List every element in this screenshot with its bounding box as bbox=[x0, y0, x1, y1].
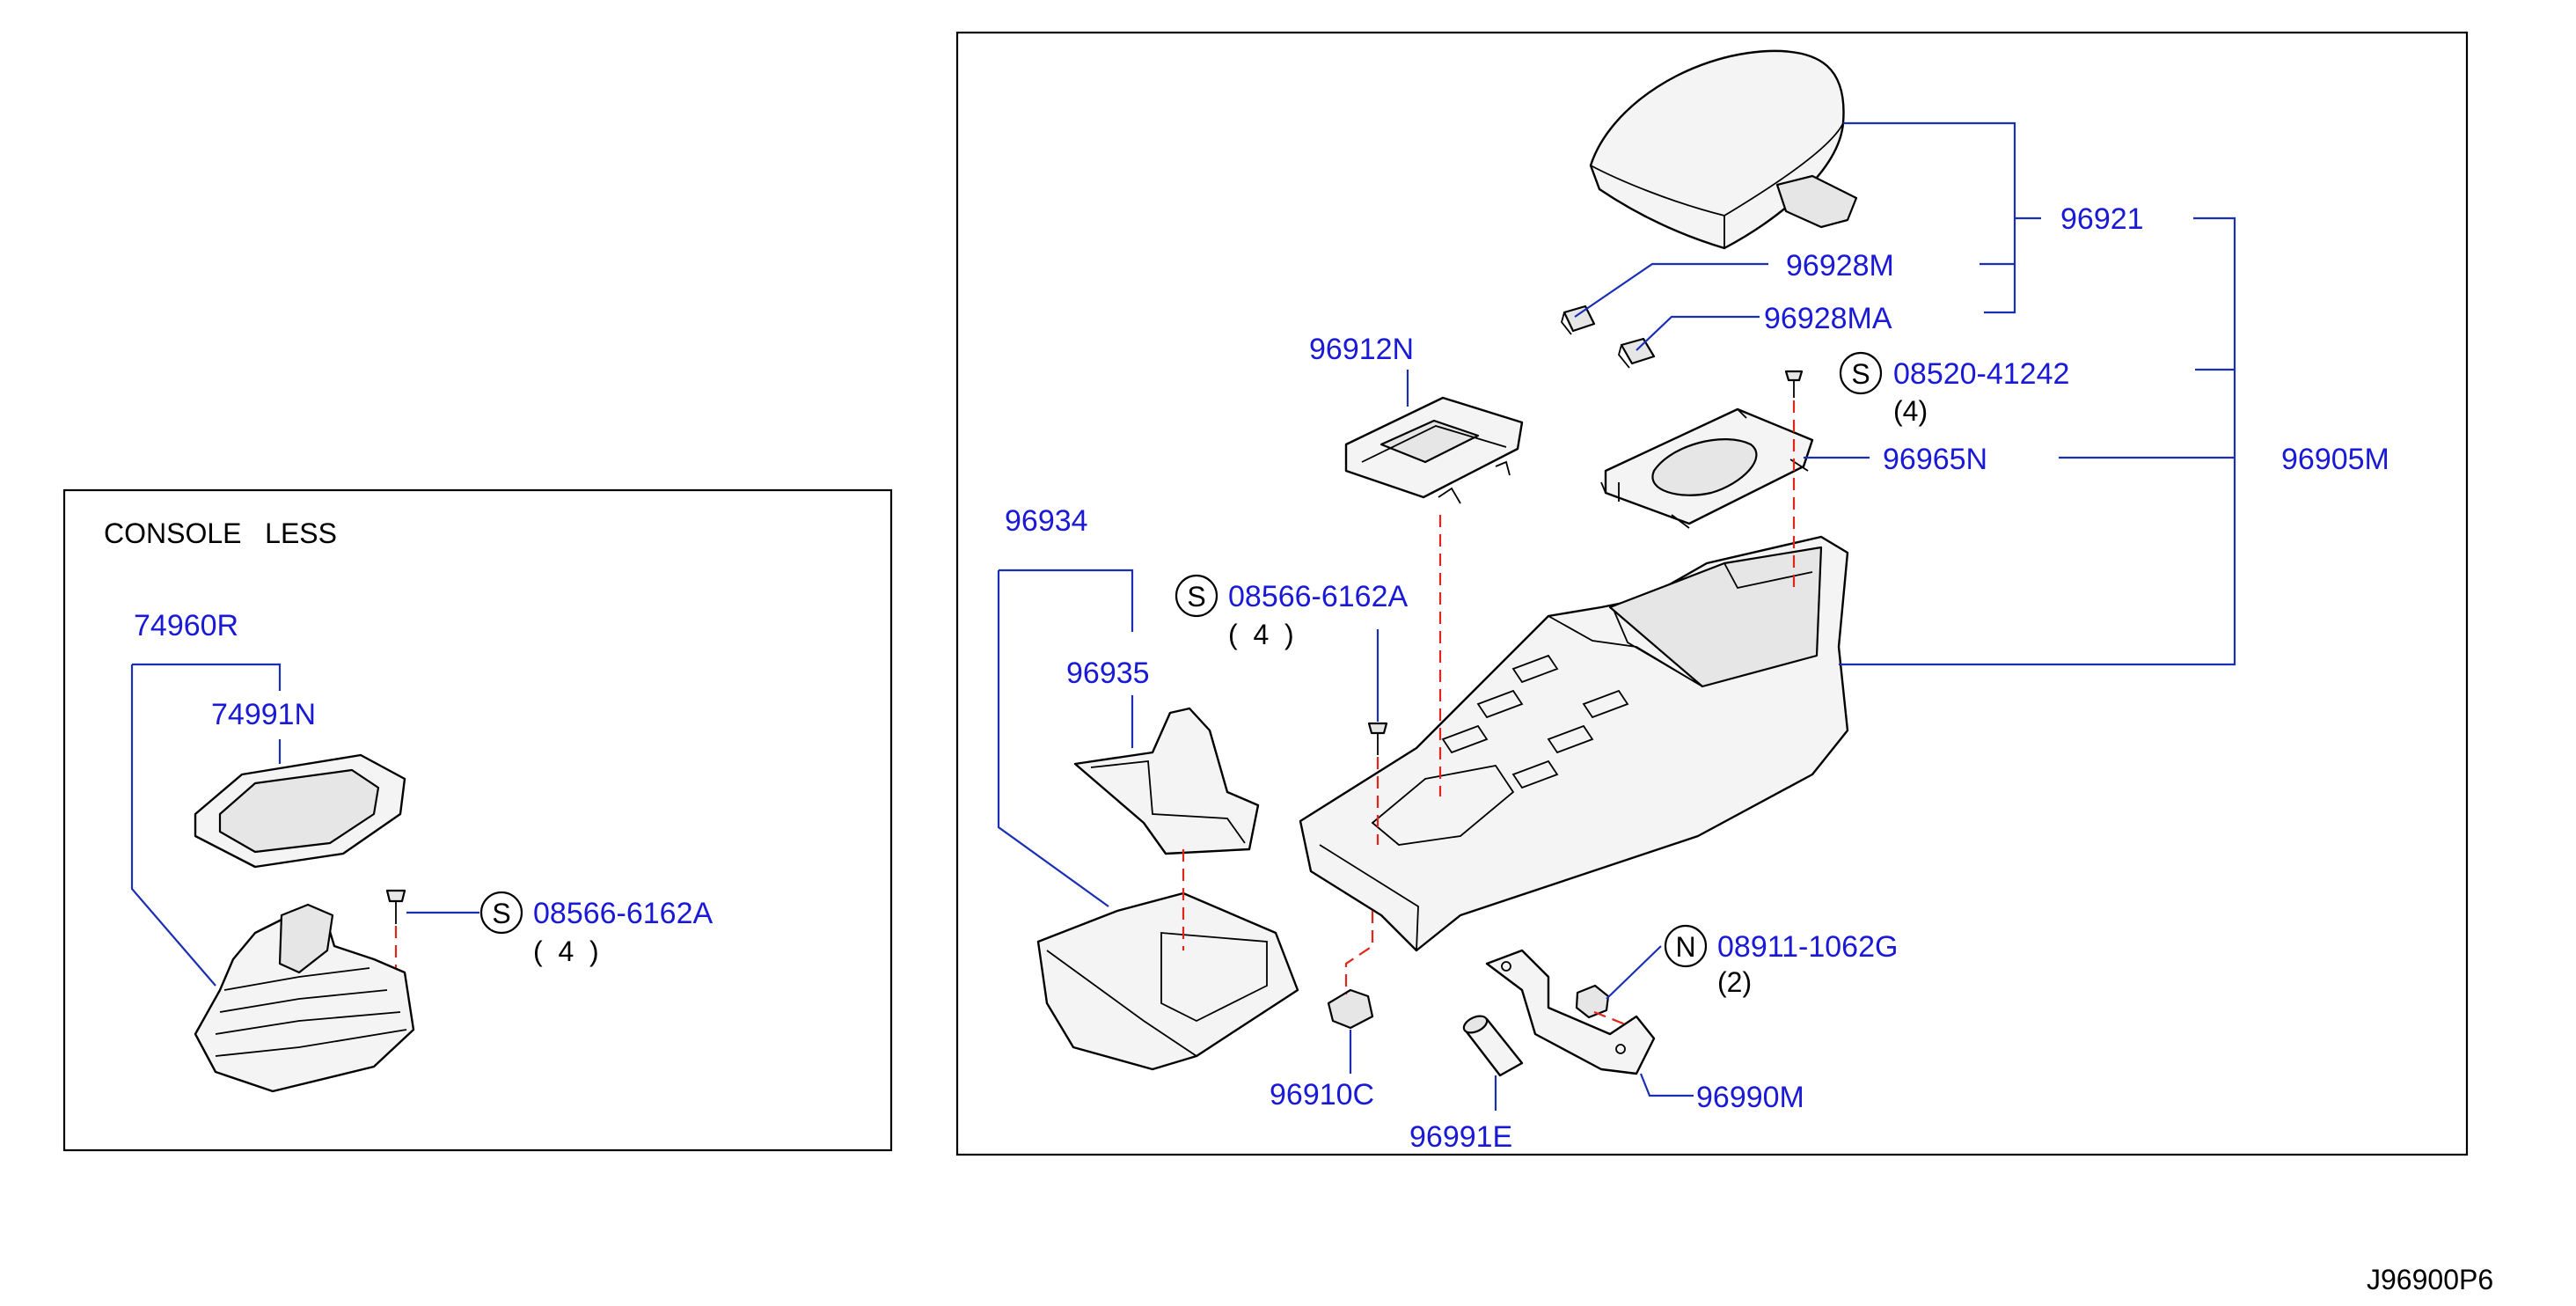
shift-boot-96935-drawing bbox=[1073, 707, 1260, 855]
console-less-title: CONSOLE LESS bbox=[104, 517, 337, 549]
label-96991E: 96991E bbox=[1409, 1120, 1512, 1154]
fastener-callout-08566-left: S 08566-6162A ( 4 ) bbox=[479, 891, 714, 967]
svg-text:N: N bbox=[1675, 931, 1695, 963]
screw-08566-left-icon bbox=[385, 889, 406, 924]
cup-holder-96965N-drawing bbox=[1600, 407, 1814, 529]
svg-text:08566-6162A: 08566-6162A bbox=[1228, 580, 1409, 613]
svg-text:S: S bbox=[1851, 358, 1870, 390]
clip-96910C-drawing bbox=[1327, 988, 1374, 1030]
screw-08520-icon bbox=[1784, 370, 1804, 398]
clip-96928M-drawing bbox=[1561, 304, 1596, 335]
label-96990M: 96990M bbox=[1696, 1081, 1804, 1114]
label-74991N: 74991N bbox=[211, 698, 316, 731]
main-frame bbox=[955, 31, 2469, 1156]
label-96910C: 96910C bbox=[1270, 1078, 1374, 1112]
bezel-74991N-drawing bbox=[194, 753, 406, 869]
fastener-callout-08911: N 08911-1062G (2) bbox=[1664, 924, 1898, 998]
svg-text:(2): (2) bbox=[1717, 966, 1752, 998]
console-less-frame bbox=[62, 488, 893, 1152]
label-96921: 96921 bbox=[2060, 202, 2144, 236]
armrest-lid-drawing bbox=[1589, 49, 1858, 250]
svg-text:S: S bbox=[492, 898, 510, 929]
label-96965N: 96965N bbox=[1883, 443, 1987, 476]
fastener-callout-08566-main: S 08566-6162A ( 4 ) bbox=[1175, 574, 1409, 650]
shift-boot-74960R-drawing bbox=[194, 903, 415, 1093]
nut-08911-icon bbox=[1575, 984, 1610, 1019]
svg-text:(4): (4) bbox=[1893, 395, 1928, 427]
console-cover-96934-drawing bbox=[1036, 891, 1299, 1071]
svg-text:08566-6162A: 08566-6162A bbox=[533, 897, 714, 930]
svg-text:08911-1062G: 08911-1062G bbox=[1717, 930, 1898, 964]
svg-text:08520-41242: 08520-41242 bbox=[1893, 357, 2069, 391]
svg-text:( 4 ): ( 4 ) bbox=[1228, 619, 1294, 650]
label-96905M: 96905M bbox=[2281, 443, 2389, 476]
svg-text:( 4 ): ( 4 ) bbox=[533, 935, 599, 967]
clip-96928MA-drawing bbox=[1618, 337, 1656, 369]
figure-code: J96900P6 bbox=[2367, 1264, 2493, 1295]
fastener-callout-08520: S 08520-41242 (4) bbox=[1839, 351, 2069, 427]
console-body-96905M-drawing bbox=[1299, 535, 1849, 952]
label-96928MA: 96928MA bbox=[1764, 302, 1892, 335]
label-96912N: 96912N bbox=[1309, 333, 1414, 366]
bracket-96990M-drawing bbox=[1485, 949, 1656, 1075]
label-74960R: 74960R bbox=[134, 609, 238, 642]
alignment-lines bbox=[394, 400, 1796, 1027]
screw-08566-main-icon bbox=[1367, 722, 1388, 755]
label-96934: 96934 bbox=[1005, 504, 1088, 538]
leader-lines bbox=[130, 121, 2236, 1111]
spacer-96991E-drawing bbox=[1462, 1015, 1524, 1077]
svg-text:S: S bbox=[1187, 581, 1205, 613]
label-96928M: 96928M bbox=[1786, 249, 1894, 282]
bezel-96912N-drawing bbox=[1344, 396, 1524, 504]
label-96935: 96935 bbox=[1066, 657, 1150, 690]
